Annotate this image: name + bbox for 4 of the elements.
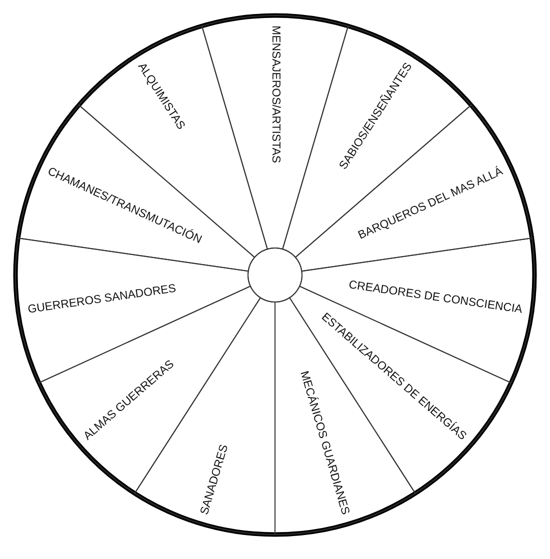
sector-label: CREADORES DE CONSCIENCIA [348,279,524,316]
sector-label: MENSAJEROS/ARTISTAS [268,25,282,163]
sector-label: GUERREROS SANADORES [26,282,176,317]
wheel-sector [281,25,473,259]
